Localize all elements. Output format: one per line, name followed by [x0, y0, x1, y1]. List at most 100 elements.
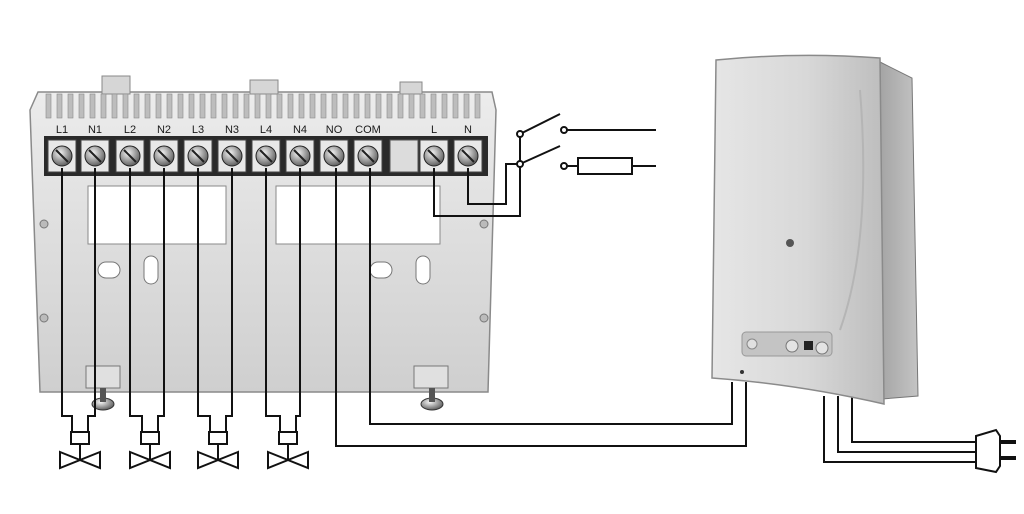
plate-rib	[320, 93, 327, 119]
terminal-n3: N3	[217, 124, 247, 173]
wire-boiler-power-1	[823, 396, 978, 463]
plug-pin-top	[1000, 440, 1016, 444]
boiler	[711, 54, 919, 405]
mount-slot-2	[143, 255, 159, 285]
plate-rib	[309, 93, 316, 119]
plate-clip-left	[101, 75, 131, 95]
terminal-label: N3	[225, 124, 239, 136]
mount-slot-1	[97, 261, 121, 279]
bottom-screw-right-shaft	[429, 388, 435, 402]
terminal-screw-slot	[55, 149, 69, 163]
terminal-label: L	[431, 124, 437, 136]
plate-rib	[56, 93, 63, 119]
plate-rib	[232, 93, 239, 119]
zone-valve-2	[129, 431, 171, 470]
terminal-n2: N2	[149, 124, 179, 173]
plate-rib	[452, 93, 459, 119]
zone-valve-1	[59, 431, 101, 470]
plate-rib	[419, 93, 426, 119]
terminal-label: NO	[326, 124, 343, 136]
terminal-screw-slot	[361, 149, 375, 163]
valve-actuator	[140, 431, 160, 445]
plate-rib	[111, 93, 118, 119]
plate-rib	[331, 93, 338, 119]
switch-1-contact	[519, 113, 561, 135]
plate-cutout-left	[87, 185, 227, 245]
boiler-front	[711, 54, 885, 405]
switch-2-contact	[519, 145, 561, 165]
wire-n-to-switch	[467, 163, 520, 205]
plate-rib	[298, 93, 305, 119]
plate-rib	[276, 93, 283, 119]
plate-rib	[78, 93, 85, 119]
plate-rib	[144, 93, 151, 119]
plate-rib	[89, 93, 96, 119]
plate-rib	[243, 93, 250, 119]
plate-rib	[353, 93, 360, 119]
terminal-label: COM	[355, 124, 381, 136]
valve-wires	[61, 168, 301, 432]
terminal-label: L2	[124, 124, 136, 136]
plate-rib	[210, 93, 217, 119]
plate-clip-center	[249, 79, 279, 95]
plate-rib	[386, 93, 393, 119]
plate-rib	[430, 93, 437, 119]
plate-rib	[177, 93, 184, 119]
plate-rib	[67, 93, 74, 119]
terminal-label: L3	[192, 124, 204, 136]
terminal-screw-slot	[327, 149, 341, 163]
plate-hole-1	[39, 219, 49, 229]
switch-2-terminal	[560, 162, 568, 170]
wire-valve-2-l	[129, 168, 143, 432]
terminal-n: N	[453, 124, 483, 173]
plate-hole-2	[39, 313, 49, 323]
valve-actuator	[208, 431, 228, 445]
valve-actuator	[278, 431, 298, 445]
zone-valve-3	[197, 431, 239, 470]
terminal-screw-slot	[123, 149, 137, 163]
plate-rib	[364, 93, 371, 119]
switch-1-pivot	[516, 130, 524, 138]
plate-rib	[45, 93, 52, 119]
boiler-knob-3	[815, 341, 829, 355]
wire-no-to-boiler	[335, 168, 747, 447]
wiring	[61, 113, 978, 463]
terminal-l4: L4	[251, 124, 281, 173]
plug-body	[975, 428, 1001, 474]
mount-slot-4	[415, 255, 431, 285]
plate-rib	[254, 93, 261, 119]
wire-valve-4-n	[295, 168, 301, 432]
boiler-display	[804, 341, 813, 350]
boiler-knob-2	[785, 339, 799, 353]
wire-valve-2-n	[157, 168, 165, 432]
boiler-front-curve	[839, 89, 865, 331]
terminal-l: L	[419, 124, 449, 173]
boiler-status-dot	[740, 370, 744, 374]
switch-2-pivot	[516, 160, 524, 168]
plate-rib	[408, 93, 415, 119]
plate-rib	[287, 93, 294, 119]
terminal-no: NO	[319, 124, 349, 173]
valve-body	[59, 450, 101, 470]
switch-1-terminal	[560, 126, 568, 134]
wire-valve-3-n	[225, 168, 233, 432]
terminal-l1: L1	[47, 124, 77, 173]
plate-rib	[188, 93, 195, 119]
plate-rib	[441, 93, 448, 119]
plate-rib	[342, 93, 349, 119]
wire-valve-4-l	[265, 168, 281, 432]
terminal-label: N4	[293, 124, 307, 136]
plate-ribs	[45, 93, 481, 119]
terminal-screw-slot	[461, 149, 475, 163]
plug-pin-bottom	[1000, 456, 1016, 460]
plate-rib	[463, 93, 470, 119]
terminal-blank-slot	[389, 139, 419, 173]
terminal-screw-slot	[427, 149, 441, 163]
mount-slot-3	[369, 261, 393, 279]
wire-valve-3-l	[197, 168, 211, 432]
wire-valve-1-l	[61, 168, 73, 432]
plate-rib	[397, 93, 404, 119]
zone-valve-4	[267, 431, 309, 470]
bottom-clip-right	[413, 365, 449, 389]
